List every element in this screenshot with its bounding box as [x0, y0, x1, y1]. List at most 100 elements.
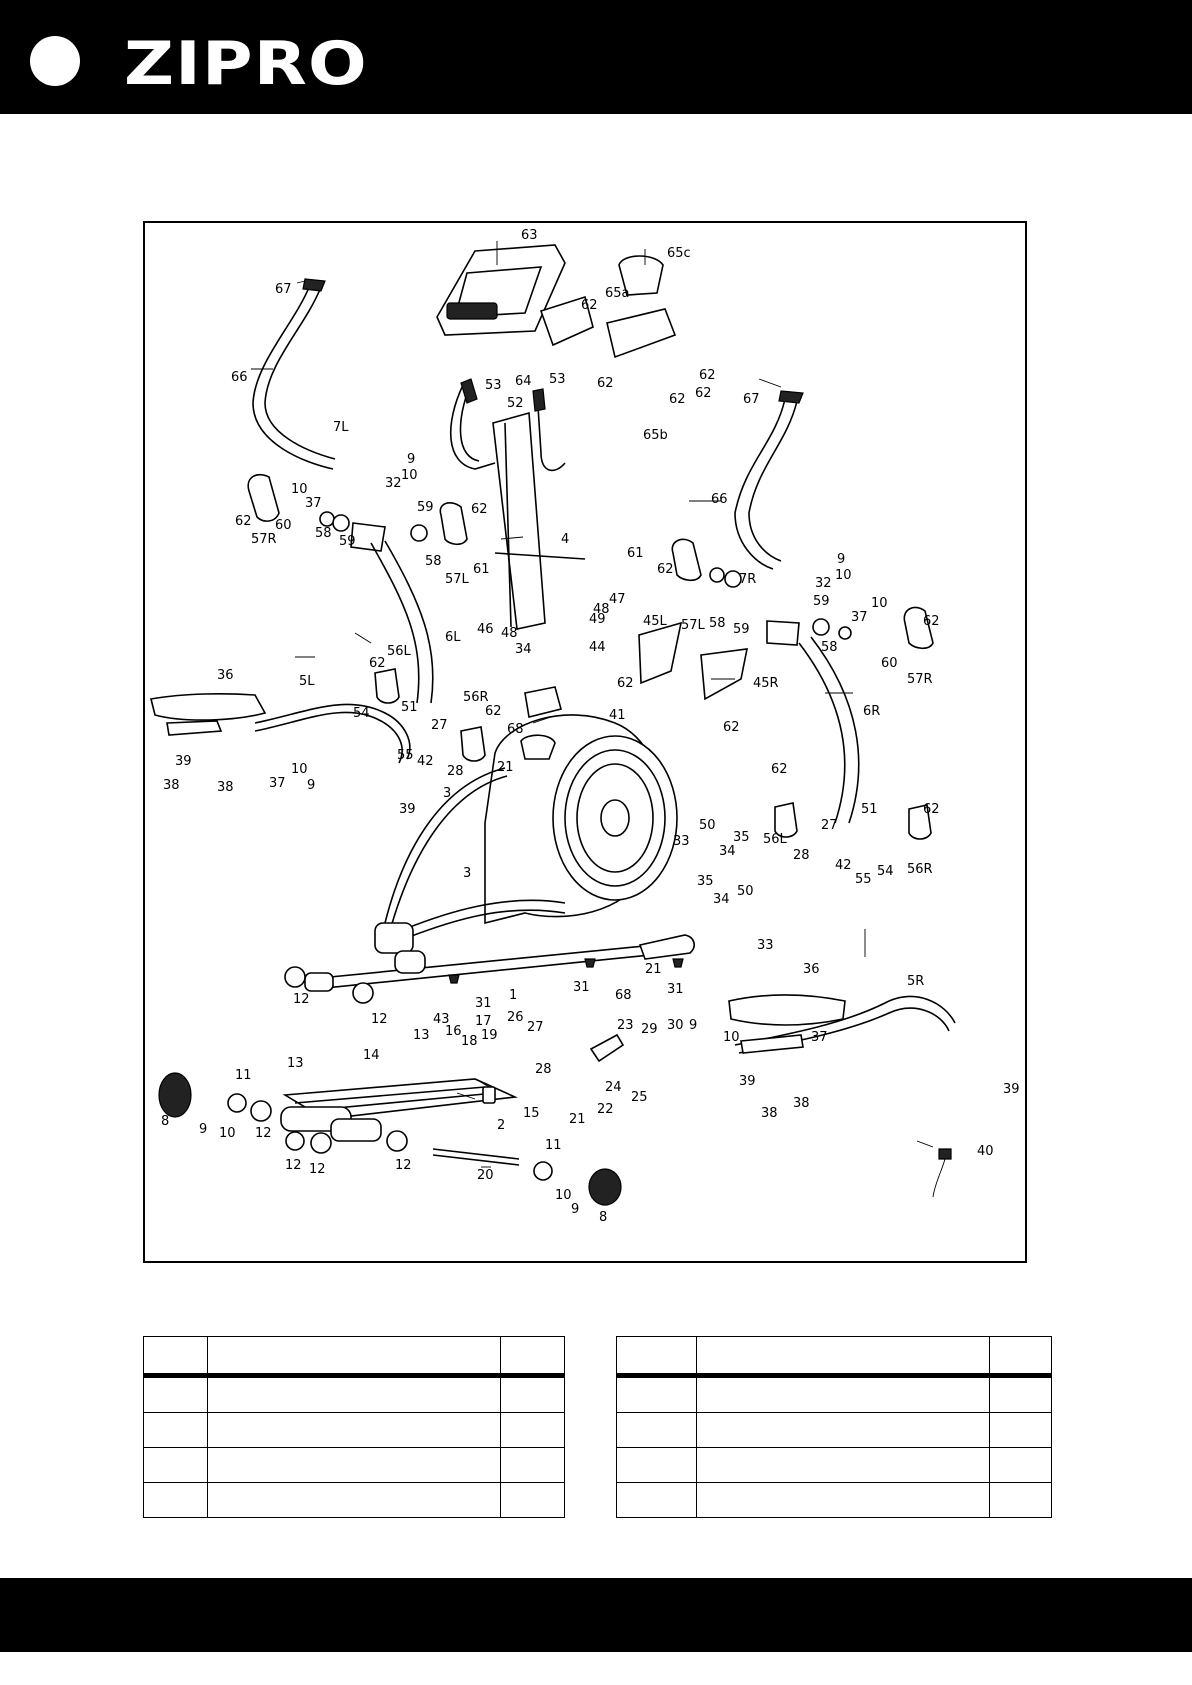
callout: 61 [627, 546, 644, 561]
callout: 6R [863, 704, 880, 719]
callout: 10 [835, 568, 852, 583]
callout: 48 [501, 626, 518, 641]
callout: 23 [617, 1018, 634, 1033]
callout: 8 [161, 1114, 169, 1129]
callout: 62 [699, 368, 716, 383]
callout: 4 [561, 532, 569, 547]
callout: 60 [881, 656, 898, 671]
callout: 35 [733, 830, 750, 845]
page-footer [0, 1578, 1192, 1652]
table-cell [695, 1447, 991, 1483]
table-cell [500, 1412, 565, 1448]
callout: 10 [723, 1030, 740, 1045]
table-cell [695, 1482, 991, 1518]
callout: 53 [549, 372, 566, 387]
right-pedal-drawing [728, 802, 956, 1054]
callout: 7R [739, 572, 756, 587]
console-drawing [436, 244, 677, 630]
callout: 38 [793, 1096, 810, 1111]
table-cell [989, 1375, 1052, 1413]
callout: 29 [641, 1022, 658, 1037]
callout: 28 [447, 764, 464, 779]
table-cell [143, 1375, 208, 1413]
callout: 62 [923, 802, 940, 817]
callout: 9 [307, 778, 315, 793]
callout: 14 [363, 1048, 380, 1063]
callout: 22 [597, 1102, 614, 1117]
callout: 35 [697, 874, 714, 889]
callout: 18 [461, 1034, 478, 1049]
callout: 51 [861, 802, 878, 817]
callout: 11 [235, 1068, 252, 1083]
callout: 19 [481, 1028, 498, 1043]
callout: 62 [235, 514, 252, 529]
table-row [143, 1482, 565, 1518]
callout: 12 [293, 992, 310, 1007]
callout: 21 [569, 1112, 586, 1127]
callout: 62 [581, 298, 598, 313]
table-row [616, 1447, 1052, 1483]
callout: 2 [497, 1118, 505, 1133]
callout: 62 [669, 392, 686, 407]
table-header-cell [500, 1336, 565, 1378]
callout: 3 [463, 866, 471, 881]
callout: 37 [305, 496, 322, 511]
callout: 56L [387, 644, 412, 659]
callout: 39 [1003, 1082, 1020, 1097]
callout: 62 [657, 562, 674, 577]
callout: 62 [923, 614, 940, 629]
callout: 58 [425, 554, 442, 569]
callout: 58 [709, 616, 726, 631]
callout: 39 [739, 1074, 756, 1089]
callout: 62 [369, 656, 386, 671]
callout: 64 [515, 374, 532, 389]
callout: 39 [175, 754, 192, 769]
left-pedal-drawing [150, 668, 556, 764]
callout: 10 [871, 596, 888, 611]
callout: 34 [719, 844, 736, 859]
leader-lines [251, 241, 934, 1168]
callout: 62 [771, 762, 788, 777]
callout: 39 [399, 802, 416, 817]
table-cell [695, 1412, 991, 1448]
callout: 59 [339, 534, 356, 549]
table-row [143, 1447, 565, 1483]
callout: 10 [555, 1188, 572, 1203]
callout: 11 [545, 1138, 562, 1153]
callout: 3 [443, 786, 451, 801]
callout: 65a [605, 286, 630, 301]
callout: 56L [763, 832, 788, 847]
table-row [616, 1482, 1052, 1518]
callout: 68 [507, 722, 524, 737]
parts-list-table-right [616, 1336, 1052, 1518]
table-header-cell [695, 1336, 991, 1378]
callout: 53 [485, 378, 502, 393]
callout: 54 [877, 864, 894, 879]
table-cell [616, 1447, 697, 1483]
callout: 8 [599, 1210, 607, 1225]
callout: 56R [463, 690, 489, 705]
table-header-row [616, 1336, 1052, 1378]
callout: 27 [431, 718, 448, 733]
callout: 12 [255, 1126, 272, 1141]
callout: 33 [757, 938, 774, 953]
callout: 5L [299, 674, 315, 689]
callout: 27 [821, 818, 838, 833]
callout: 49 [589, 612, 606, 627]
table-row [143, 1412, 565, 1448]
callout: 28 [793, 848, 810, 863]
table-cell [143, 1447, 208, 1483]
table-cell [616, 1482, 697, 1518]
rear-frame-drawing [158, 1033, 952, 1206]
table-row [143, 1375, 565, 1413]
callout: 27 [527, 1020, 544, 1035]
table-cell [206, 1447, 502, 1483]
callout: 12 [309, 1162, 326, 1177]
callout: 59 [733, 622, 750, 637]
callout: 38 [163, 778, 180, 793]
callout: 37 [811, 1030, 828, 1045]
callout: 51 [401, 700, 418, 715]
callout: 34 [515, 642, 532, 657]
brand-logo-dot-icon [30, 36, 80, 86]
exploded-parts-diagram: 63 65c 62 65a 67 66 62 64 62 62 62 53 53… [143, 221, 1027, 1263]
